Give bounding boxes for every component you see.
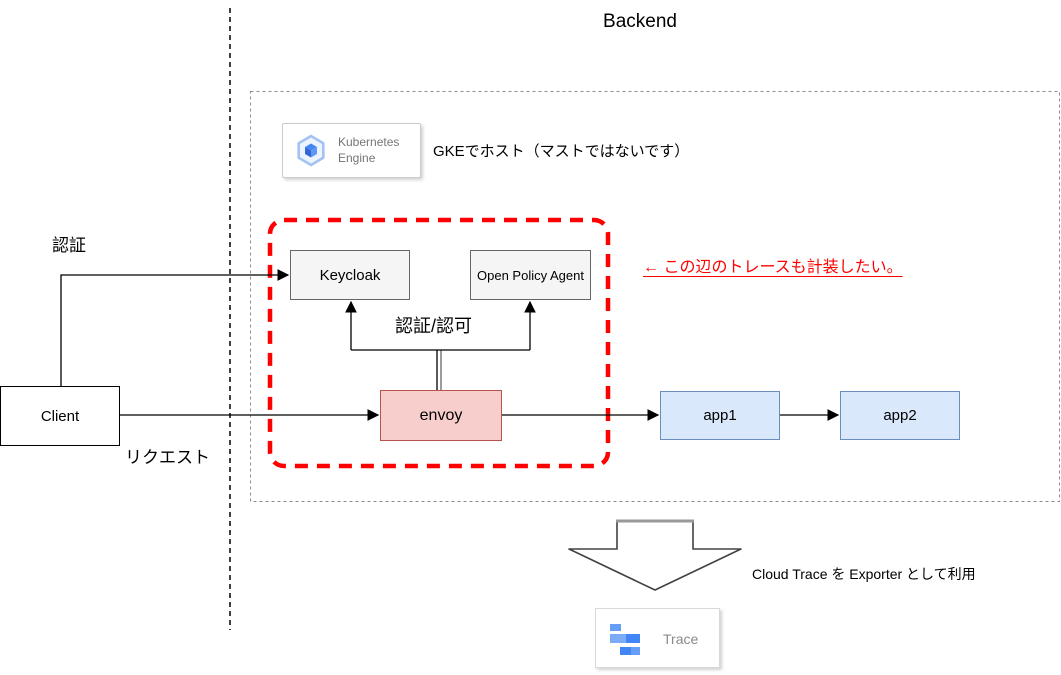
- open-policy-agent-node-label: Open Policy Agent: [477, 267, 584, 283]
- trace-icon-bar1: [610, 624, 621, 631]
- export-down-arrow: [568, 520, 742, 591]
- keycloak-node: Keycloak: [290, 250, 410, 300]
- app2-node-label: app2: [883, 407, 917, 424]
- gke-badge-label-line1: Kubernetes: [338, 134, 400, 149]
- trace-icon-bar3b: [631, 647, 640, 655]
- keycloak-node-label: Keycloak: [319, 266, 381, 284]
- request-label: リクエスト: [125, 448, 210, 467]
- envoy-node-label: envoy: [419, 406, 463, 424]
- trace-icon-bar2b: [626, 634, 640, 643]
- auth-arrow: [60, 269, 290, 386]
- auth-label: 認証: [52, 236, 86, 255]
- app1-node-label: app1: [703, 407, 737, 424]
- auth-authz-label: 認証/認可: [395, 316, 473, 336]
- client-node: Client: [0, 386, 120, 446]
- kubernetes-engine-icon: [297, 134, 325, 167]
- client-node-label: Client: [40, 407, 80, 425]
- trace-icon-bar2a: [610, 634, 626, 643]
- trace-annotation: ← この辺のトレースも計装したい。: [643, 259, 903, 276]
- cloud-trace-badge: Trace: [595, 608, 720, 668]
- app2-node: app2: [840, 391, 960, 440]
- envoy-node: envoy: [380, 390, 502, 441]
- app1-node: app1: [660, 391, 780, 440]
- gke-host-note: GKEでホスト（マストではないです）: [433, 143, 690, 160]
- gke-badge: Kubernetes Engine: [282, 123, 421, 178]
- trace-icon-bar3a: [620, 647, 631, 655]
- gke-badge-label: Kubernetes Engine: [338, 135, 399, 166]
- gke-badge-label-line2: Engine: [338, 150, 376, 165]
- trace-badge-label: Trace: [663, 631, 699, 647]
- backend-title: Backend: [603, 11, 677, 32]
- exporter-note: Cloud Trace を Exporter として利用: [752, 566, 976, 582]
- open-policy-agent-node: Open Policy Agent: [470, 250, 591, 300]
